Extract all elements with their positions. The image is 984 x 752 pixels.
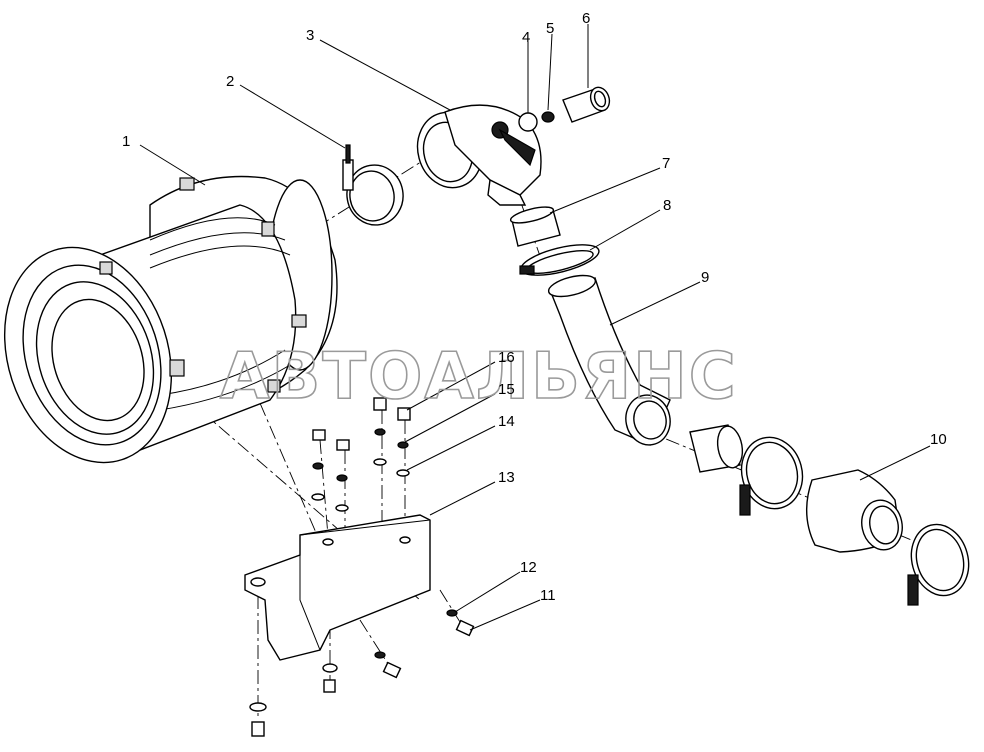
callout-13: 13 <box>498 469 515 486</box>
callout-12: 12 <box>520 559 537 576</box>
callout-6: 6 <box>582 10 590 27</box>
callout-10: 10 <box>930 431 947 448</box>
callout-8: 8 <box>663 197 671 214</box>
callout-16: 16 <box>498 349 515 366</box>
callout-7: 7 <box>662 155 670 172</box>
callout-14: 14 <box>498 413 515 430</box>
callout-2: 2 <box>226 73 234 90</box>
callout-labels: 1 2 3 4 5 6 7 8 9 10 11 12 13 14 15 16 <box>122 10 947 604</box>
mounting-bracket <box>244 514 431 661</box>
intake-connector-parts <box>689 424 970 606</box>
callout-1: 1 <box>122 133 130 150</box>
hose-clamp-8 <box>519 244 600 276</box>
bent-intake-pipe <box>547 274 671 446</box>
callout-3: 3 <box>306 27 314 44</box>
outlet-elbow <box>416 104 542 206</box>
rubber-sleeve-7 <box>509 206 561 247</box>
leader-lines <box>139 24 931 631</box>
callout-11: 11 <box>540 587 556 604</box>
hose-clamp-2 <box>342 144 404 226</box>
callout-9: 9 <box>701 269 709 286</box>
air-filter-housing <box>3 175 338 464</box>
callout-4: 4 <box>522 29 530 46</box>
fasteners <box>249 397 475 737</box>
callout-5: 5 <box>546 20 554 37</box>
callout-15: 15 <box>498 381 515 398</box>
sensor-parts <box>518 86 611 132</box>
watermark-text: АВТОАЛЬЯНС <box>220 340 738 414</box>
